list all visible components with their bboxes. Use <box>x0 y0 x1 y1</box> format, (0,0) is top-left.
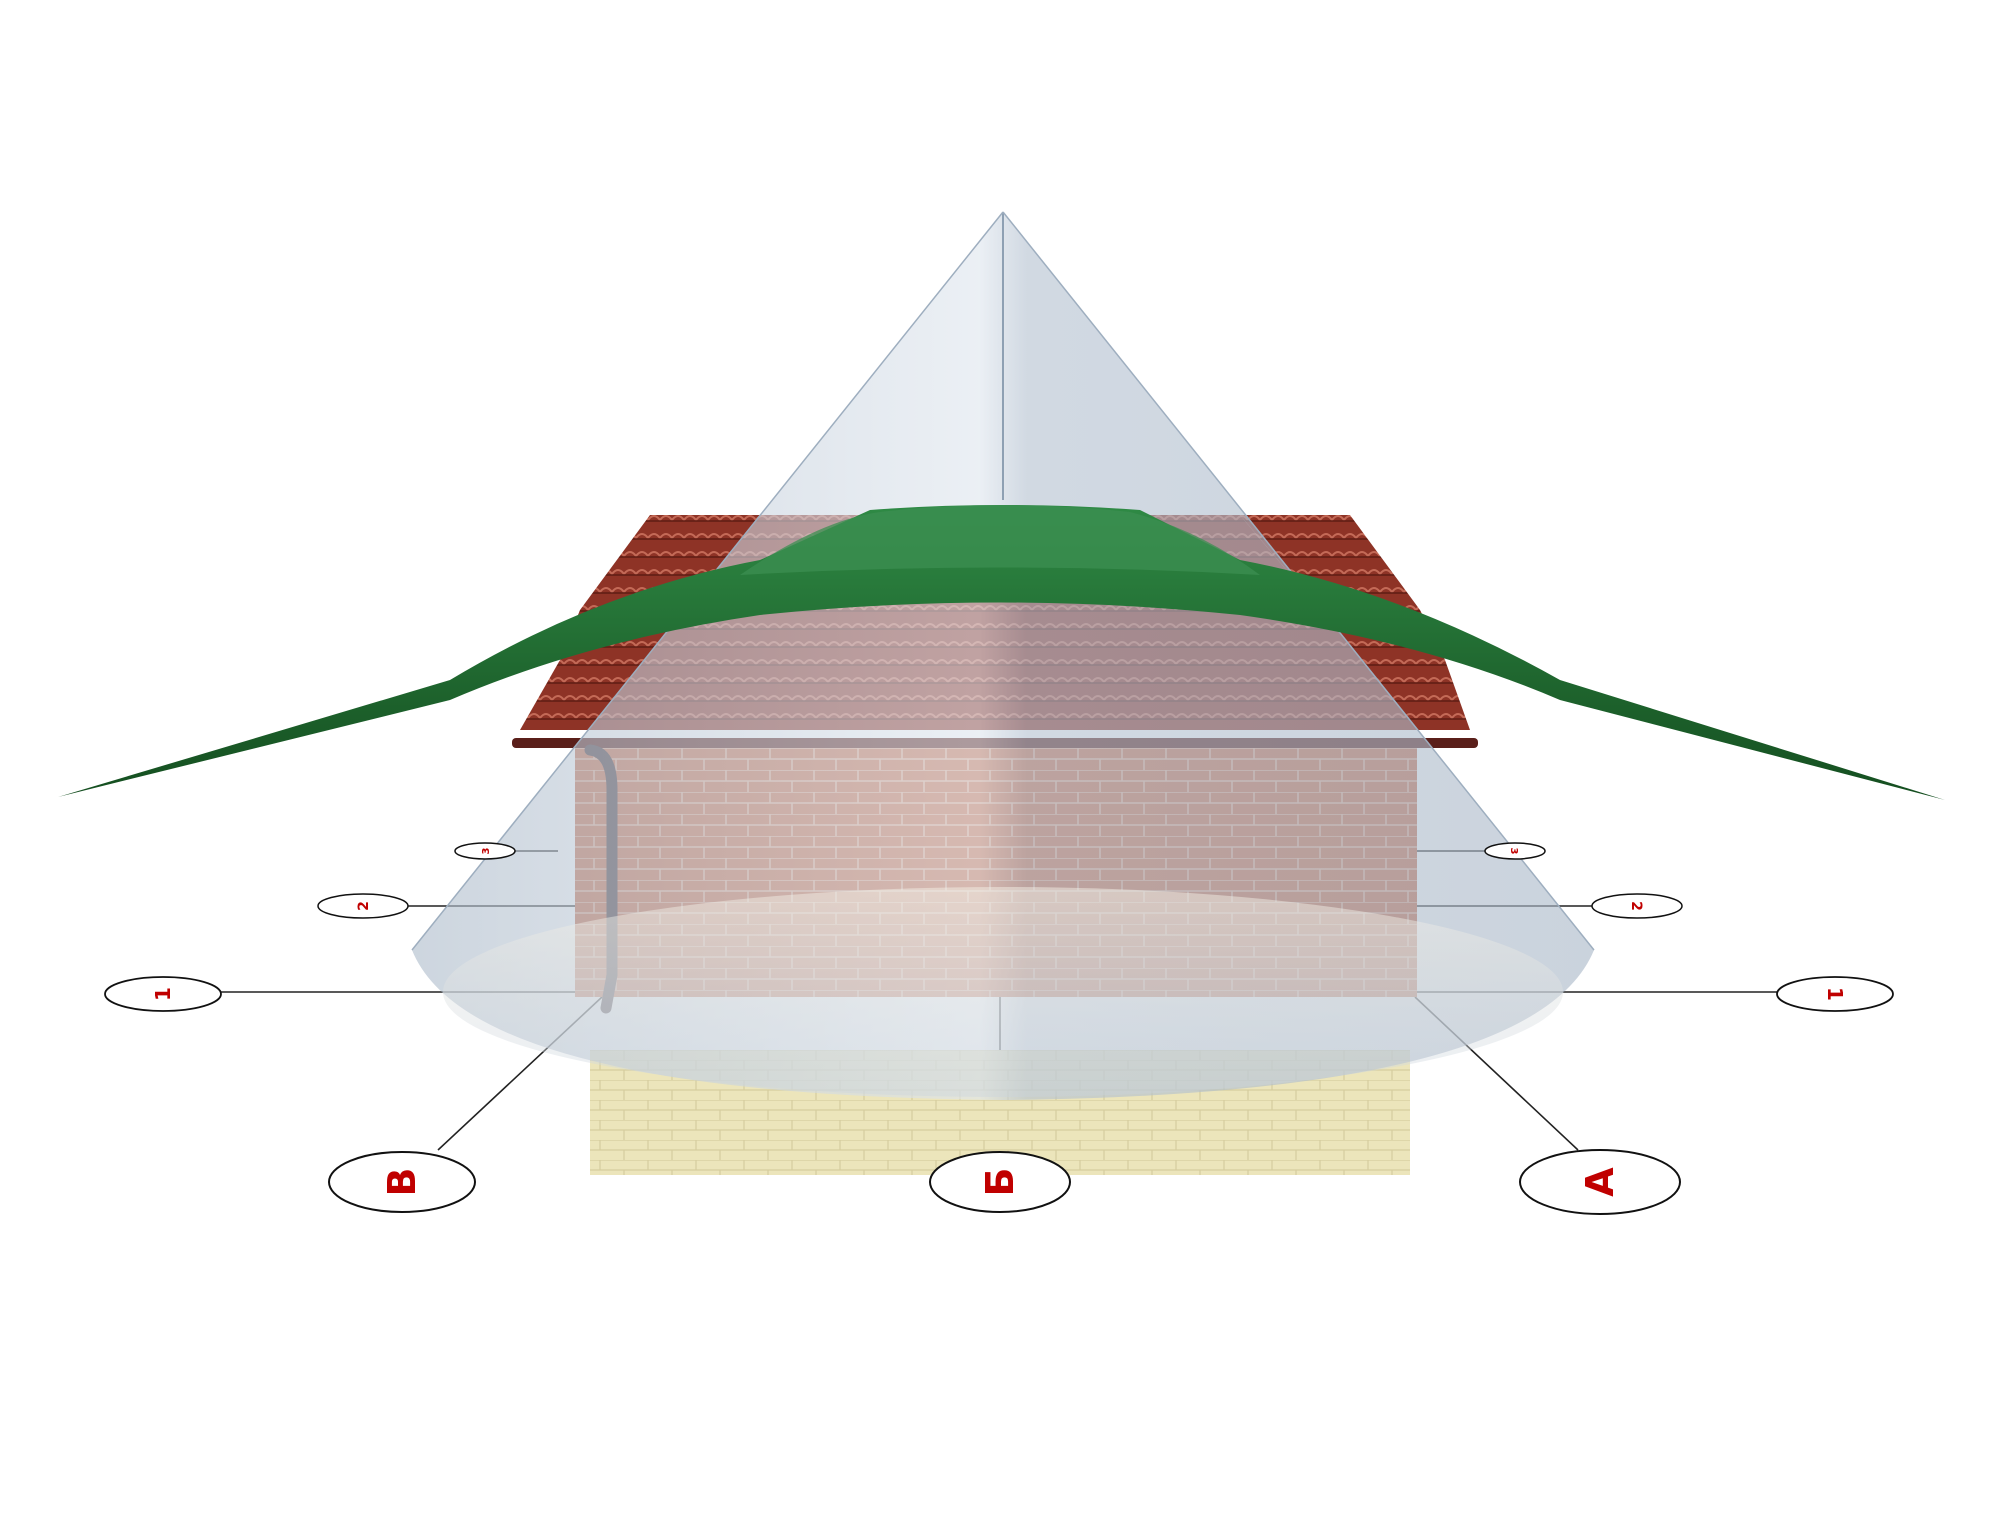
axis-label-A: А <box>1578 1167 1622 1197</box>
protection-cone <box>411 211 1595 1100</box>
axis-label-left-3: 3 <box>481 847 492 854</box>
axis-marker-right-3: 3 <box>1484 842 1546 860</box>
axis-label-V: В <box>380 1168 424 1197</box>
axis-marker-A: А <box>1519 1149 1681 1215</box>
protection-zone-surface <box>58 505 1945 800</box>
axis-label-right-1: 1 <box>1823 987 1847 1001</box>
axis-marker-right-1: 1 <box>1776 976 1894 1012</box>
axis-marker-right-2: 2 <box>1591 893 1683 919</box>
axis-marker-left-1: 1 <box>104 976 222 1012</box>
axis-markers: В Б А 3 2 1 3 2 <box>104 842 1894 1215</box>
axis-label-right-2: 2 <box>1628 901 1644 911</box>
axis-label-B: Б <box>978 1168 1022 1197</box>
axis-marker-left-3: 3 <box>454 842 516 860</box>
axis-label-left-1: 1 <box>151 987 175 1001</box>
axis-marker-B: Б <box>929 1151 1071 1213</box>
axis-marker-V: В <box>328 1151 476 1213</box>
axis-marker-left-2: 2 <box>317 893 409 919</box>
axis-label-left-2: 2 <box>356 901 372 911</box>
axis-label-right-3: 3 <box>1508 848 1519 855</box>
